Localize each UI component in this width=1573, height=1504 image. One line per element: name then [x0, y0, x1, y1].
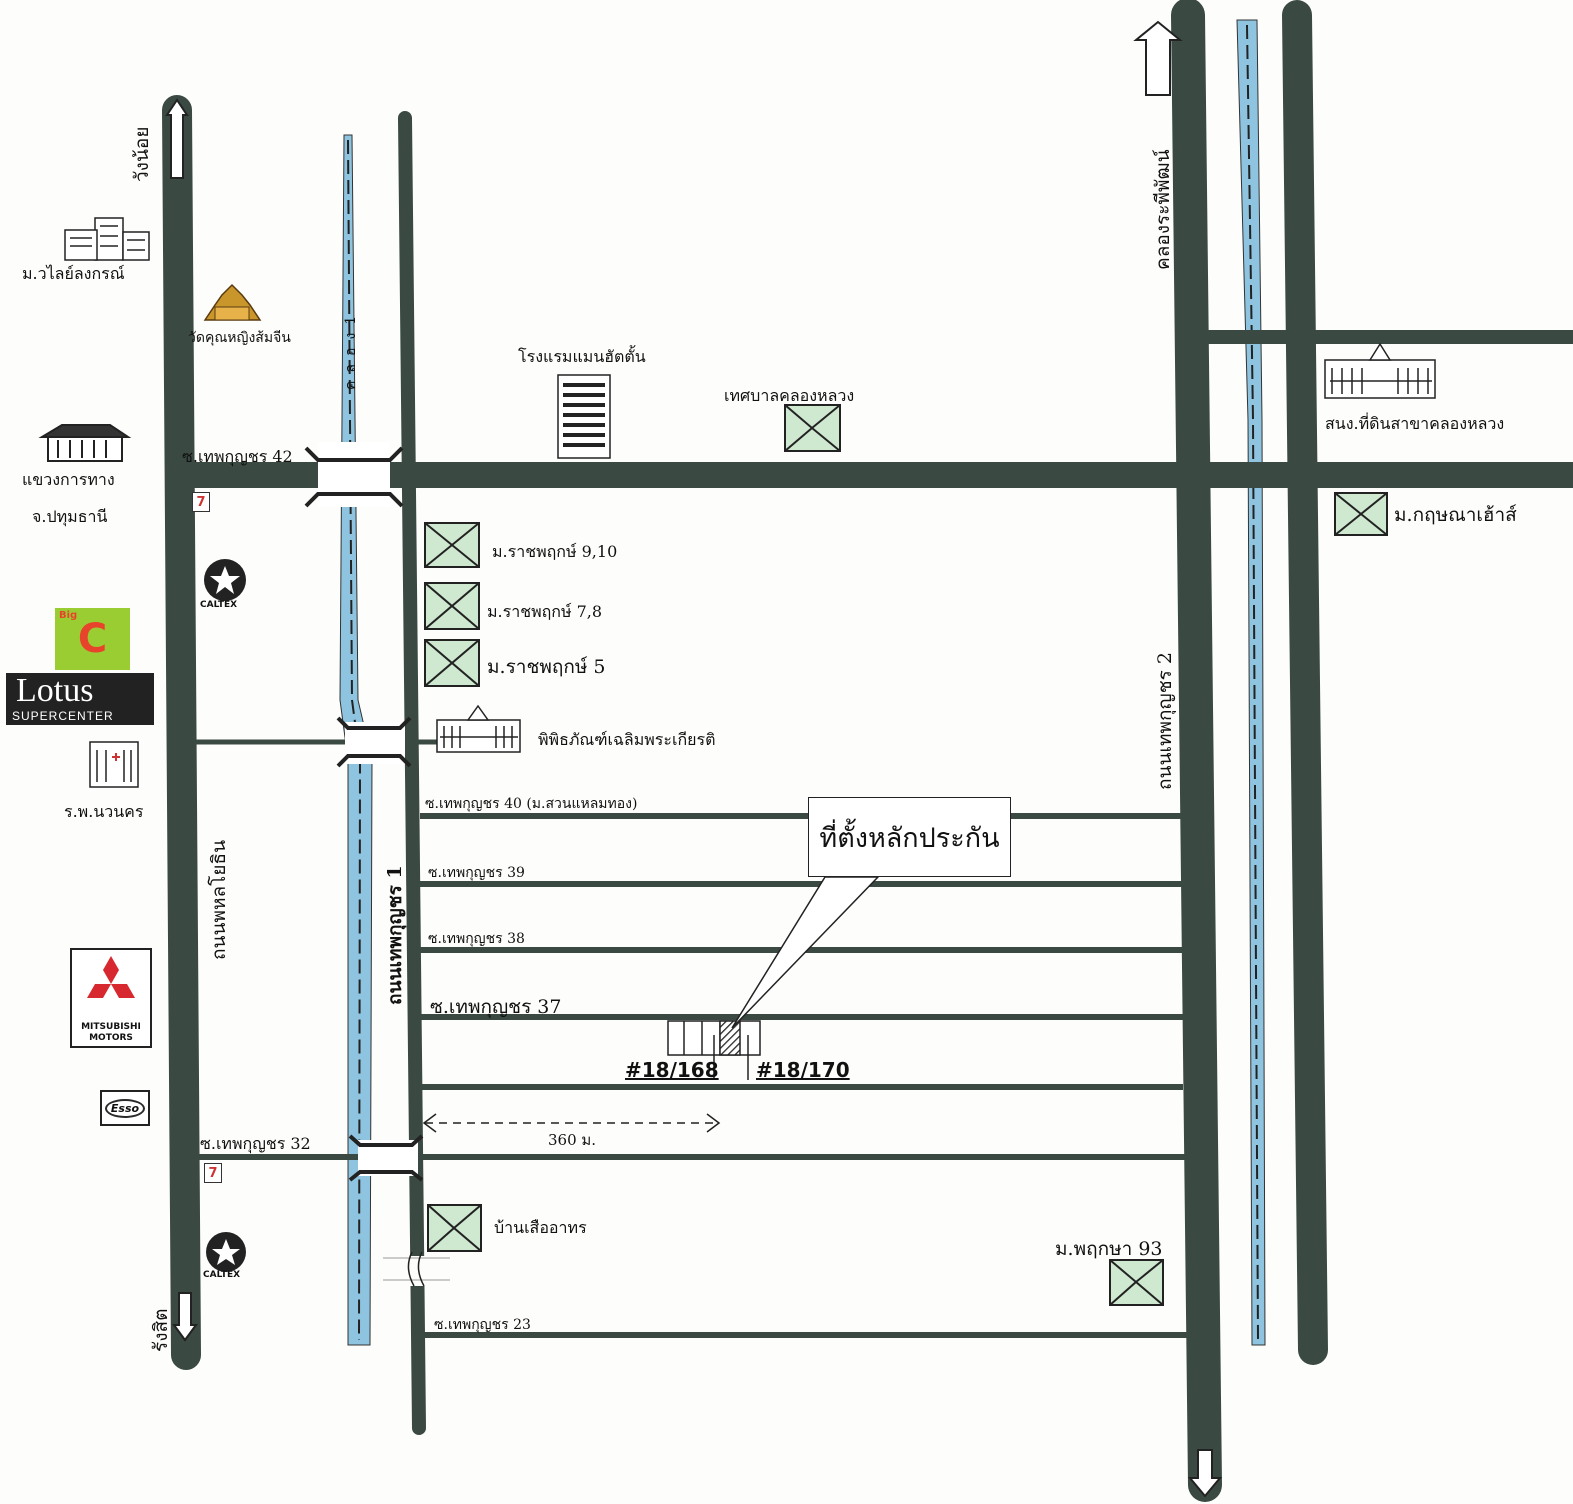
marker-kritsana	[1334, 492, 1388, 536]
marker-municipality	[784, 404, 841, 452]
caltex-label-top: CALTEX	[200, 600, 238, 610]
temple-label: วัดคุณหญิงส้มจีน	[188, 330, 291, 346]
esso-text: Esso	[104, 1098, 146, 1118]
bridge-soi32	[348, 1134, 424, 1182]
bridge-museum	[336, 716, 412, 768]
province-label: จ.ปทุมธานี	[32, 507, 108, 526]
distance-arrow	[422, 1113, 721, 1133]
rajapruek-78-label: ม.ราชพฤกษ์ 7,8	[487, 602, 603, 621]
caltex-icon-bottom	[206, 1232, 246, 1272]
bigc-letter: C	[77, 616, 108, 662]
soi37-label: ซ.เทพกุญชร 37	[430, 996, 562, 1018]
museum-label: พิพิธภัณฑ์เฉลิมพระเกียรติ	[538, 730, 716, 749]
soi-roads	[180, 330, 1573, 1338]
marker-rajapruek-5	[424, 639, 480, 687]
road-east	[1282, 0, 1328, 1365]
pruksa-label: ม.พฤกษา 93	[1055, 1238, 1163, 1260]
road-thepkunchon-1-label: ถนนเทพกุญชร 1	[384, 865, 406, 1005]
museum-building-icon	[436, 704, 521, 753]
caltex-label-bottom: CALTEX	[203, 1270, 241, 1280]
hospital-label: ร.พ.นวนคร	[64, 802, 144, 821]
marker-rajapruek-78	[424, 582, 480, 630]
direction-north-label: วังน้อย	[131, 126, 153, 182]
vilai-label: ม.วไลย์ลงกรณ์	[22, 264, 125, 283]
lotus-logo-text: Lotus	[16, 672, 94, 709]
callout-pointer	[731, 876, 880, 1029]
collateral-callout: ที่ตั้งหลักประกัน	[808, 797, 1011, 877]
hotel-building-icon	[557, 374, 611, 459]
baan-suea-label: บ้านเสืออาทร	[494, 1218, 587, 1237]
soi23-label: ซ.เทพกุญชร 23	[434, 1317, 531, 1333]
marker-pruksa	[1109, 1259, 1164, 1306]
bigc-small-text: Big	[59, 610, 78, 621]
canal-khlong-1-label: คลอง1	[343, 307, 359, 390]
road-break-marks	[383, 1251, 450, 1287]
kritsana-label: ม.กฤษณาเฮ้าส์	[1394, 504, 1517, 526]
road-phahonyothin-label: ถนนพหลโยธิน	[208, 839, 230, 960]
rajapruek-5-label: ม.ราชพฤกษ์ 5	[487, 656, 606, 678]
soi42-label: ซ.เทพกุญชร 42	[182, 447, 293, 466]
soi39-label: ซ.เทพกุญชร 39	[428, 865, 525, 881]
soi32-label: ซ.เทพกุญชร 32	[200, 1134, 311, 1153]
building-vilai-icon	[64, 217, 150, 261]
road-thepkunchon-1	[398, 111, 426, 1435]
bridge-soi42	[304, 442, 404, 508]
plot-lots	[667, 1020, 761, 1080]
marker-baan-suea	[427, 1204, 482, 1252]
land-office-building-icon	[1324, 342, 1436, 399]
hotel-label: โรงแรมแมนฮัตตั้น	[518, 347, 646, 366]
road-thepkunchon-2-label: ถนนเทพกุญชร 2	[1154, 652, 1176, 790]
canal-rangsit-label: คลองระพีพัฒน์	[1152, 149, 1174, 270]
lotus-logo-subtext: SUPERCENTER	[12, 709, 114, 723]
land-office-label: สนง.ที่ดินสาขาคลองหลวง	[1325, 414, 1505, 433]
canal-rangsit	[1236, 19, 1266, 1346]
plot-b-label: #18/170	[756, 1058, 850, 1082]
caltex-icon-top	[204, 559, 246, 601]
office-building-icon	[38, 424, 132, 462]
road-thepkunchon-2	[1133, 0, 1223, 1502]
soi38-label: ซ.เทพกุญชร 38	[428, 931, 525, 947]
road-phahonyothin	[162, 95, 201, 1370]
hospital-building-icon	[89, 741, 139, 788]
marker-rajapruek-910	[424, 522, 480, 568]
rajapruek-910-label: ม.ราชพฤกษ์ 9,10	[492, 542, 618, 561]
soi40-label: ซ.เทพกุญชร 40 (ม.สวนแหลมทอง)	[425, 796, 638, 812]
seven-eleven-icon-top: 7	[192, 492, 210, 512]
esso-logo: Esso	[100, 1090, 150, 1126]
lotus-logo: Lotus SUPERCENTER	[6, 673, 154, 725]
mitsubishi-logo: MITSUBISHI MOTORS	[70, 948, 152, 1048]
envelope-markers	[424, 404, 1388, 1306]
mitsubishi-text-1: MITSUBISHI	[81, 1022, 141, 1032]
direction-south-label: รังสิต	[150, 1308, 172, 1352]
distance-label: 360 ม.	[548, 1131, 597, 1149]
mitsubishi-text-2: MOTORS	[89, 1033, 133, 1043]
seven-eleven-icon-bottom: 7	[204, 1163, 222, 1183]
highway-office-label: แขวงการทาง	[22, 470, 115, 489]
plot-a-label: #18/168	[625, 1058, 719, 1082]
bigc-logo: Big C	[55, 608, 130, 670]
temple-icon	[203, 283, 262, 321]
municipality-label: เทศบาลคลองหลวง	[724, 386, 855, 405]
